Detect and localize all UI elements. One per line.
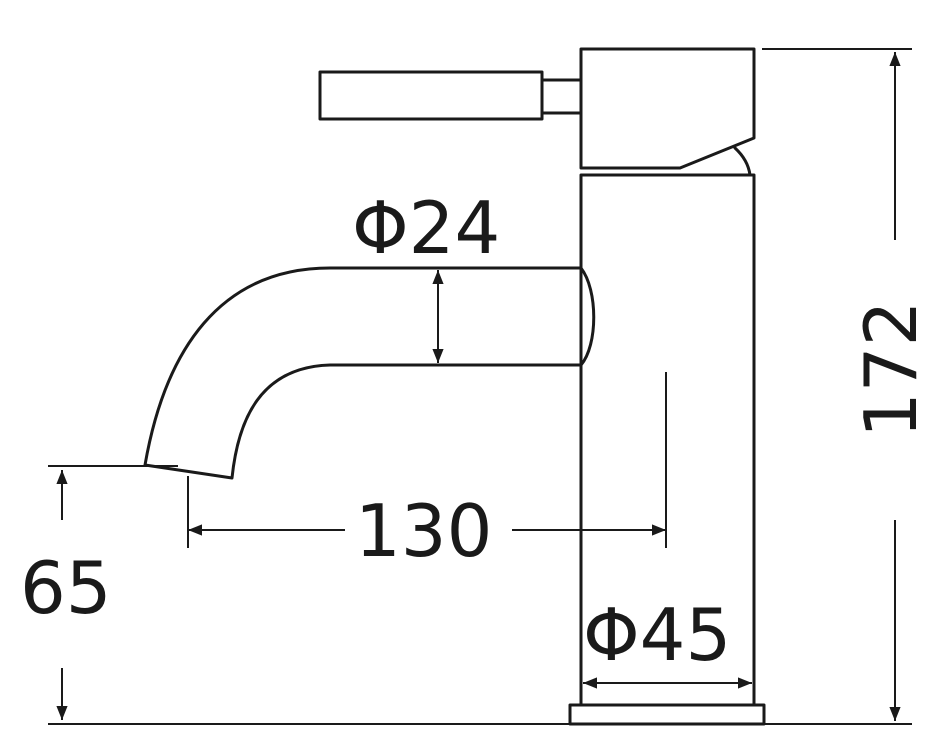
pipe-diameter-label: Φ24 <box>352 186 500 270</box>
lever-stem <box>540 78 583 115</box>
total-height-label: 172 <box>849 301 933 438</box>
body-column <box>579 173 756 707</box>
base-plate <box>568 703 766 726</box>
spout-reach-label: 130 <box>355 489 492 573</box>
spout-joint <box>579 266 596 367</box>
handle-housing <box>579 47 756 170</box>
base-diameter-label: Φ45 <box>583 593 731 677</box>
lever-handle <box>318 70 544 121</box>
housing-joint <box>733 146 752 177</box>
spout-height-label: 65 <box>20 546 112 630</box>
spout <box>143 266 583 480</box>
